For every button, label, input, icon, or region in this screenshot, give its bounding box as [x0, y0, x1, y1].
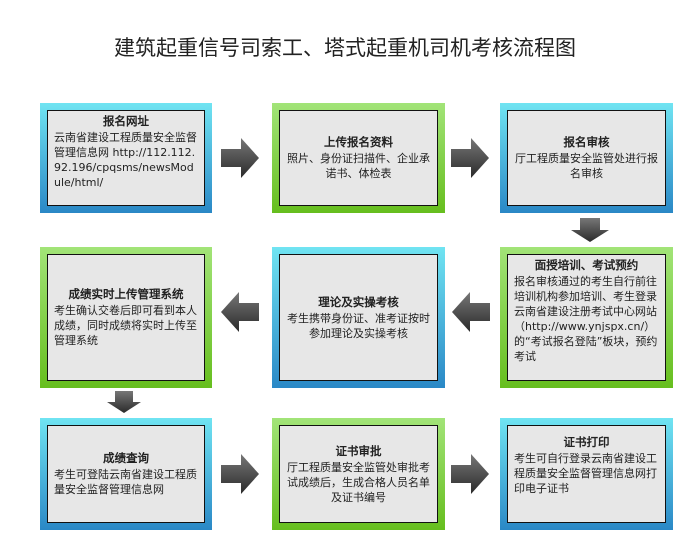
step-body: 厅工程质量安全监管处进行报名审核 — [515, 152, 658, 180]
step-title: 证书打印 — [563, 435, 610, 449]
step-title: 证书审批 — [335, 443, 382, 458]
step-registration-url: 报名网址云南省建设工程质量安全监督管理信息网 http://112.112.92… — [40, 103, 212, 213]
arrow-right-icon — [451, 138, 489, 178]
step-body: 照片、身份证扫描件、企业承诺书、体检表 — [287, 152, 430, 180]
step-title: 成绩查询 — [103, 451, 149, 465]
step-title: 报名网址 — [103, 114, 149, 128]
step-title: 面授培训、考试预约 — [534, 258, 639, 272]
step-title: 报名审核 — [563, 135, 610, 149]
step-certificate-approval: 证书审批厅工程质量安全监管处审批考试成绩后，生成合格人员名单及证书编号 — [272, 418, 445, 530]
page-title: 建筑起重信号司索工、塔式起重机司机考核流程图 — [114, 36, 576, 60]
arrow-left-icon — [221, 292, 259, 332]
step-certificate-print: 证书打印考生可自行登录云南省建设工程质量安全监督管理信息网打印电子证书 — [500, 418, 673, 530]
step-body: 考生可登陆云南省建设工程质量安全监督管理信息网 — [54, 468, 197, 496]
step-body: 考生可自行登录云南省建设工程质量安全监督管理信息网打印电子证书 — [514, 452, 657, 495]
step-body: 云南省建设工程质量安全监督管理信息网 http://112.112.92.196… — [54, 131, 197, 189]
step-registration-review: 报名审核厅工程质量安全监管处进行报名审核 — [500, 103, 673, 213]
arrow-left-icon — [452, 292, 490, 332]
step-score-query: 成绩查询考生可登陆云南省建设工程质量安全监督管理信息网 — [40, 418, 212, 530]
step-upload-materials: 上传报名资料照片、身份证扫描件、企业承诺书、体检表 — [272, 103, 445, 213]
step-title: 理论及实操考核 — [318, 294, 399, 309]
arrow-down-icon — [107, 391, 141, 413]
arrow-right-icon — [451, 454, 489, 494]
arrow-down-icon — [571, 218, 609, 242]
step-score-upload: 成绩实时上传管理系统考生确认交卷后即可看到本人成绩，同时成绩将实时上传至管理系统 — [40, 247, 212, 388]
step-body: 厅工程质量安全监管处审批考试成绩后，生成合格人员名单及证书编号 — [287, 460, 430, 504]
arrow-right-icon — [221, 454, 259, 494]
step-body: 考生确认交卷后即可看到本人成绩，同时成绩将实时上传至管理系统 — [54, 304, 197, 347]
step-title: 上传报名资料 — [324, 135, 393, 149]
step-exam: 理论及实操考核考生携带身份证、准考证按时参加理论及实操考核 — [272, 247, 445, 388]
step-training-booking: 面授培训、考试预约报名审核通过的考生自行前往培训机构参加培训、考生登录云南省建设… — [500, 247, 673, 388]
step-body: 考生携带身份证、准考证按时参加理论及实操考核 — [287, 311, 430, 340]
step-title: 成绩实时上传管理系统 — [68, 287, 184, 301]
arrow-right-icon — [221, 138, 259, 178]
step-body: 报名审核通过的考生自行前往培训机构参加培训、考生登录云南省建设注册考试中心网站（… — [514, 275, 658, 363]
